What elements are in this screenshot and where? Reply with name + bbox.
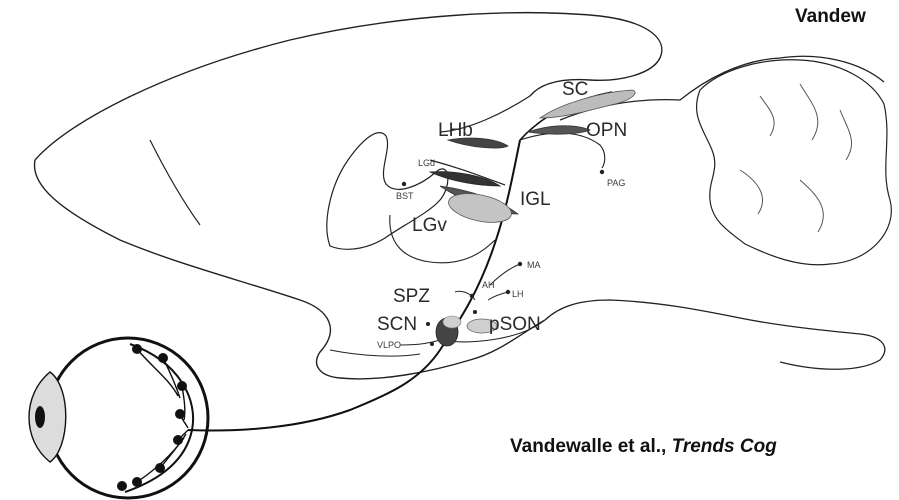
opn-nucleus — [528, 126, 590, 134]
spz-region — [443, 316, 461, 328]
label-MA: MA — [527, 260, 541, 270]
label-LGv: LGv — [412, 215, 447, 236]
label-SCN: SCN — [377, 314, 417, 335]
cerebellum-folia — [740, 84, 852, 232]
label-SPZ: SPZ — [393, 286, 430, 307]
tract-to-vlpo — [400, 340, 440, 345]
citation-journal: Trends Cog — [672, 436, 777, 457]
label-AH: AH — [482, 280, 495, 290]
label-LH: LH — [512, 289, 524, 299]
hypothalamus-floor — [330, 350, 420, 356]
label-IGL: IGL — [520, 189, 551, 210]
tract-to-lh — [488, 292, 508, 300]
label-LHb: LHb — [438, 120, 473, 141]
label-BST: BST — [396, 191, 414, 201]
label-PAG: PAG — [607, 178, 625, 188]
pupil — [35, 406, 45, 428]
citation-bottom: Vandewalle et al., Trends Cog — [510, 436, 777, 458]
label-pSON: pSON — [489, 314, 541, 335]
cerebellum-outline — [697, 60, 892, 265]
citation-top: Vandew — [795, 6, 866, 28]
label-OPN: OPN — [586, 120, 627, 141]
sulcus-front — [150, 140, 200, 225]
label-SC: SC — [562, 79, 588, 100]
label-LGd: LGd — [418, 158, 435, 168]
citation-authors: Vandewalle et al., — [510, 436, 672, 457]
brainstem-lower — [545, 300, 885, 369]
label-VLPO: VLPO — [377, 340, 401, 350]
cornea — [29, 372, 66, 462]
